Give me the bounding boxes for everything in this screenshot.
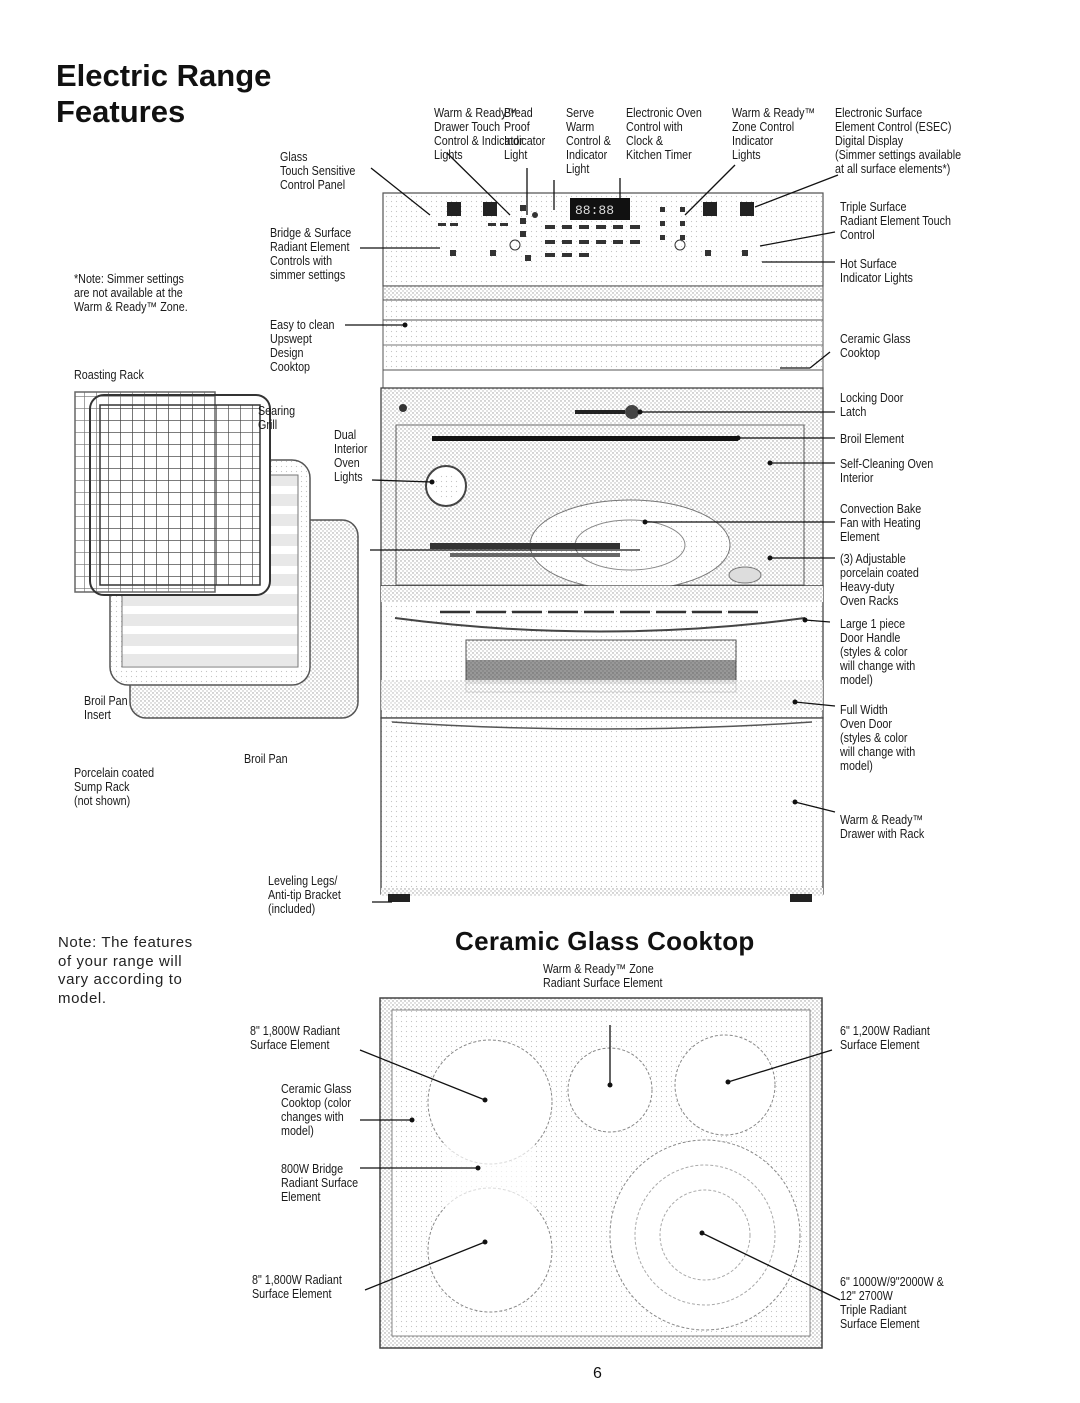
cooktop-title: Ceramic Glass Cooktop	[455, 926, 755, 956]
label-right-top-element: 6" 1,200W Radiant Surface Element	[840, 1024, 930, 1052]
control-panel: 88:88	[382, 192, 824, 301]
warming-drawer	[380, 717, 824, 902]
label-bridge-surface-controls: Bridge & Surface Radiant Element Control…	[270, 226, 352, 282]
label-easy-clean: Easy to clean Upswept Design Cooktop	[270, 318, 335, 374]
label-left-bottom-element: 8" 1,800W Radiant Surface Element	[252, 1273, 342, 1301]
label-searing-grill: Searing Grill	[258, 404, 296, 432]
label-convection-fan: Convection Bake Fan with Heating Element	[840, 502, 922, 544]
label-simmer-note: *Note: Simmer settings are not available…	[74, 272, 188, 314]
label-triple-touch-control: Triple Surface Radiant Element Touch Con…	[840, 200, 951, 242]
label-bridge-element: 800W Bridge Radiant Surface Element	[281, 1162, 359, 1204]
page-title-line2: Features	[56, 94, 186, 129]
label-self-cleaning: Self-Cleaning Oven Interior	[840, 457, 934, 485]
cooktop-diagram	[379, 997, 823, 1349]
label-glass-touch-panel: Glass Touch Sensitive Control Panel	[280, 150, 356, 192]
label-broil-pan: Broil Pan	[244, 752, 288, 766]
label-locking-door-latch: Locking Door Latch	[840, 391, 904, 419]
roasting-rack	[74, 391, 359, 719]
label-roasting-rack: Roasting Rack	[74, 368, 144, 382]
label-warm-ready-drawer: Warm & Ready™ Drawer Touch Control & Ind…	[434, 106, 524, 162]
label-bread-proof: Bread Proof Indicator Light	[504, 106, 546, 162]
cooktop-surface	[382, 299, 824, 389]
label-broil-pan-insert: Broil Pan Insert	[84, 694, 128, 722]
label-left-top-element: 8" 1,800W Radiant Surface Element	[250, 1024, 340, 1052]
oven-body	[380, 387, 824, 591]
clock-display: 88:88	[575, 203, 614, 218]
label-serve-warm: Serve Warm Control & Indicator Light	[566, 106, 611, 176]
label-door-handle: Large 1 piece Door Handle (styles & colo…	[840, 617, 916, 687]
label-oven-racks: (3) Adjustable porcelain coated Heavy-du…	[840, 552, 919, 608]
label-broil-element: Broil Element	[840, 432, 904, 446]
page-number: 6	[593, 1365, 602, 1382]
leader-dots	[402, 322, 808, 1245]
oven-door	[380, 585, 824, 719]
label-full-width-door: Full Width Oven Door (styles & color wil…	[840, 703, 916, 773]
label-warm-zone-element: Warm & Ready™ Zone Radiant Surface Eleme…	[543, 962, 663, 990]
label-triple-radiant-element: 6" 1000W/9"2000W & 12" 2700W Triple Radi…	[840, 1275, 944, 1331]
label-ceramic-glass-cooktop: Ceramic Glass Cooktop	[840, 332, 911, 360]
page-title-line1: Electric Range	[56, 58, 272, 93]
label-dual-oven-lights: Dual Interior Oven Lights	[334, 428, 368, 484]
label-warm-ready-zone: Warm & Ready™ Zone Control Indicator Lig…	[732, 106, 816, 162]
leader-lines	[345, 152, 841, 1301]
label-hot-surface-lights: Hot Surface Indicator Lights	[840, 257, 913, 285]
label-ceramic-glass-color: Ceramic Glass Cooktop (color changes wit…	[281, 1082, 352, 1138]
features-note: Note: The features of your range will va…	[58, 934, 193, 1007]
label-esec: Electronic Surface Element Control (ESEC…	[835, 106, 962, 176]
label-electronic-oven: Electronic Oven Control with Clock & Kit…	[626, 106, 702, 162]
label-warm-drawer-rack: Warm & Ready™ Drawer with Rack	[840, 813, 925, 841]
label-leveling-legs: Leveling Legs/ Anti-tip Bracket (include…	[268, 874, 341, 916]
label-sump-rack: Porcelain coated Sump Rack (not shown)	[74, 766, 155, 808]
